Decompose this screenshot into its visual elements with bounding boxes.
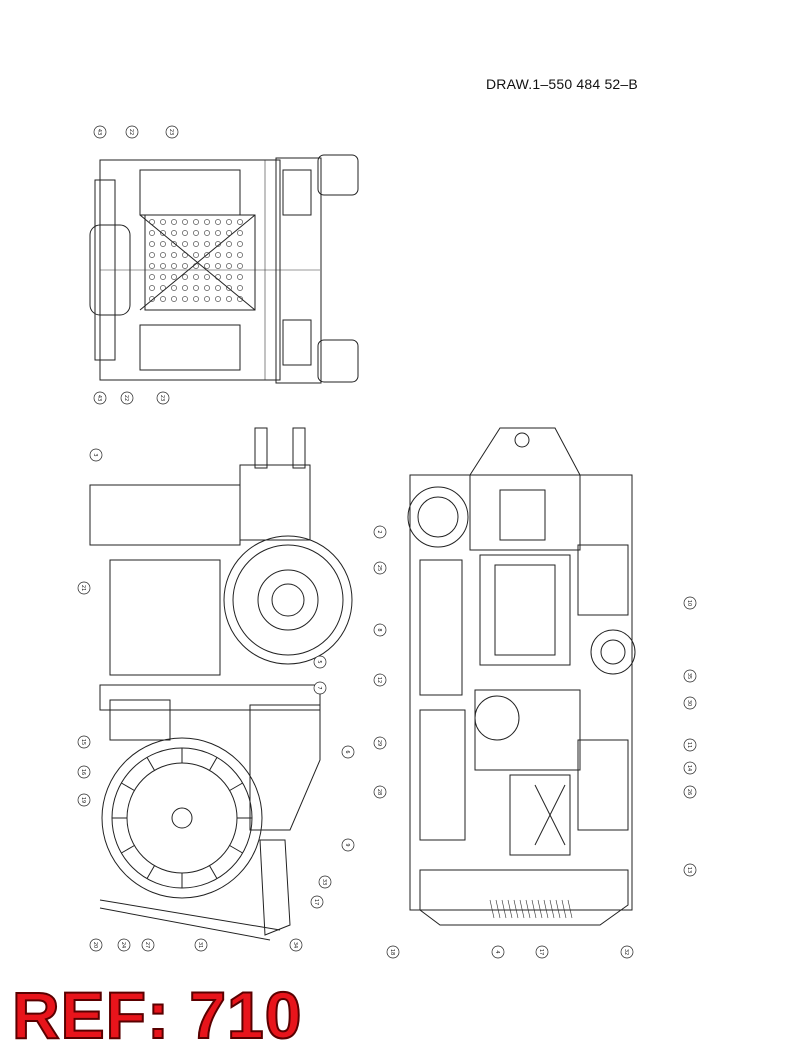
svg-text:30: 30 bbox=[686, 700, 692, 706]
svg-text:18: 18 bbox=[389, 949, 395, 955]
svg-text:17: 17 bbox=[538, 949, 544, 955]
svg-text:16: 16 bbox=[80, 769, 86, 775]
callout-22: 22 bbox=[120, 391, 134, 405]
svg-text:23: 23 bbox=[168, 129, 174, 135]
svg-text:43: 43 bbox=[96, 129, 102, 135]
side-view bbox=[89, 427, 353, 941]
svg-text:25: 25 bbox=[376, 565, 382, 571]
callout-15: 15 bbox=[77, 735, 91, 749]
svg-text:29: 29 bbox=[376, 740, 382, 746]
callout-33: 33 bbox=[318, 875, 332, 889]
callout-35: 35 bbox=[683, 669, 697, 683]
callout-3: 3 bbox=[89, 448, 103, 462]
svg-text:23: 23 bbox=[159, 395, 165, 401]
callout-43: 43 bbox=[93, 391, 107, 405]
callout-23: 23 bbox=[165, 125, 179, 139]
svg-text:31: 31 bbox=[197, 942, 203, 948]
svg-text:14: 14 bbox=[686, 765, 692, 771]
callout-26: 26 bbox=[683, 785, 697, 799]
svg-text:26: 26 bbox=[686, 789, 692, 795]
svg-text:11: 11 bbox=[686, 742, 692, 748]
callout-14: 14 bbox=[683, 761, 697, 775]
svg-text:19: 19 bbox=[80, 797, 86, 803]
rear-grille bbox=[489, 899, 573, 919]
svg-text:5: 5 bbox=[316, 660, 322, 663]
callout-23: 23 bbox=[156, 391, 170, 405]
callout-6: 6 bbox=[341, 745, 355, 759]
reference-label: REF: 710 bbox=[11, 978, 303, 1052]
svg-text:34: 34 bbox=[292, 942, 298, 948]
callout-43: 43 bbox=[93, 125, 107, 139]
callout-12: 12 bbox=[373, 673, 387, 687]
perforated-panel bbox=[149, 219, 243, 302]
callout-32: 32 bbox=[620, 945, 634, 959]
callout-18: 18 bbox=[386, 945, 400, 959]
svg-text:43: 43 bbox=[96, 395, 102, 401]
callout-24: 24 bbox=[117, 938, 131, 952]
callout-13: 13 bbox=[683, 863, 697, 877]
svg-text:4: 4 bbox=[494, 950, 500, 953]
callout-31: 31 bbox=[194, 938, 208, 952]
reel-spokes bbox=[112, 748, 252, 888]
callout-20: 20 bbox=[89, 938, 103, 952]
callout-16: 16 bbox=[77, 765, 91, 779]
drawing-number: DRAW.1–550 484 52–B bbox=[486, 76, 638, 92]
rear-view bbox=[407, 427, 636, 926]
svg-text:21: 21 bbox=[80, 585, 86, 591]
svg-text:8: 8 bbox=[376, 628, 382, 631]
callout-2: 2 bbox=[373, 525, 387, 539]
svg-text:22: 22 bbox=[128, 129, 134, 135]
svg-text:20: 20 bbox=[92, 942, 98, 948]
svg-text:33: 33 bbox=[321, 879, 327, 885]
svg-text:32: 32 bbox=[623, 949, 629, 955]
callout-25: 25 bbox=[373, 561, 387, 575]
callout-19: 19 bbox=[77, 793, 91, 807]
callout-9: 9 bbox=[341, 838, 355, 852]
callout-8: 8 bbox=[373, 623, 387, 637]
callout-29: 29 bbox=[373, 736, 387, 750]
callout-22: 22 bbox=[125, 125, 139, 139]
callout-27: 27 bbox=[141, 938, 155, 952]
svg-text:6: 6 bbox=[344, 750, 350, 753]
top-view bbox=[89, 154, 359, 384]
callout-28: 28 bbox=[373, 785, 387, 799]
svg-text:28: 28 bbox=[376, 789, 382, 795]
callout-17: 17 bbox=[310, 895, 324, 909]
svg-text:24: 24 bbox=[120, 942, 126, 948]
svg-text:15: 15 bbox=[80, 739, 86, 745]
svg-text:2: 2 bbox=[376, 530, 382, 533]
callout-10: 10 bbox=[683, 596, 697, 610]
svg-text:13: 13 bbox=[686, 867, 692, 873]
svg-text:12: 12 bbox=[376, 677, 382, 683]
svg-text:3: 3 bbox=[92, 453, 98, 456]
callout-11: 11 bbox=[683, 738, 697, 752]
svg-text:17: 17 bbox=[313, 899, 319, 905]
callout-30: 30 bbox=[683, 696, 697, 710]
callout-21: 21 bbox=[77, 581, 91, 595]
svg-text:27: 27 bbox=[144, 942, 150, 948]
svg-text:7: 7 bbox=[316, 686, 322, 689]
callout-17: 17 bbox=[535, 945, 549, 959]
svg-text:10: 10 bbox=[686, 600, 692, 606]
callout-34: 34 bbox=[289, 938, 303, 952]
callout-5: 5 bbox=[313, 655, 327, 669]
svg-text:22: 22 bbox=[123, 395, 129, 401]
svg-text:35: 35 bbox=[686, 673, 692, 679]
callout-7: 7 bbox=[313, 681, 327, 695]
callout-4: 4 bbox=[491, 945, 505, 959]
svg-text:9: 9 bbox=[344, 843, 350, 846]
